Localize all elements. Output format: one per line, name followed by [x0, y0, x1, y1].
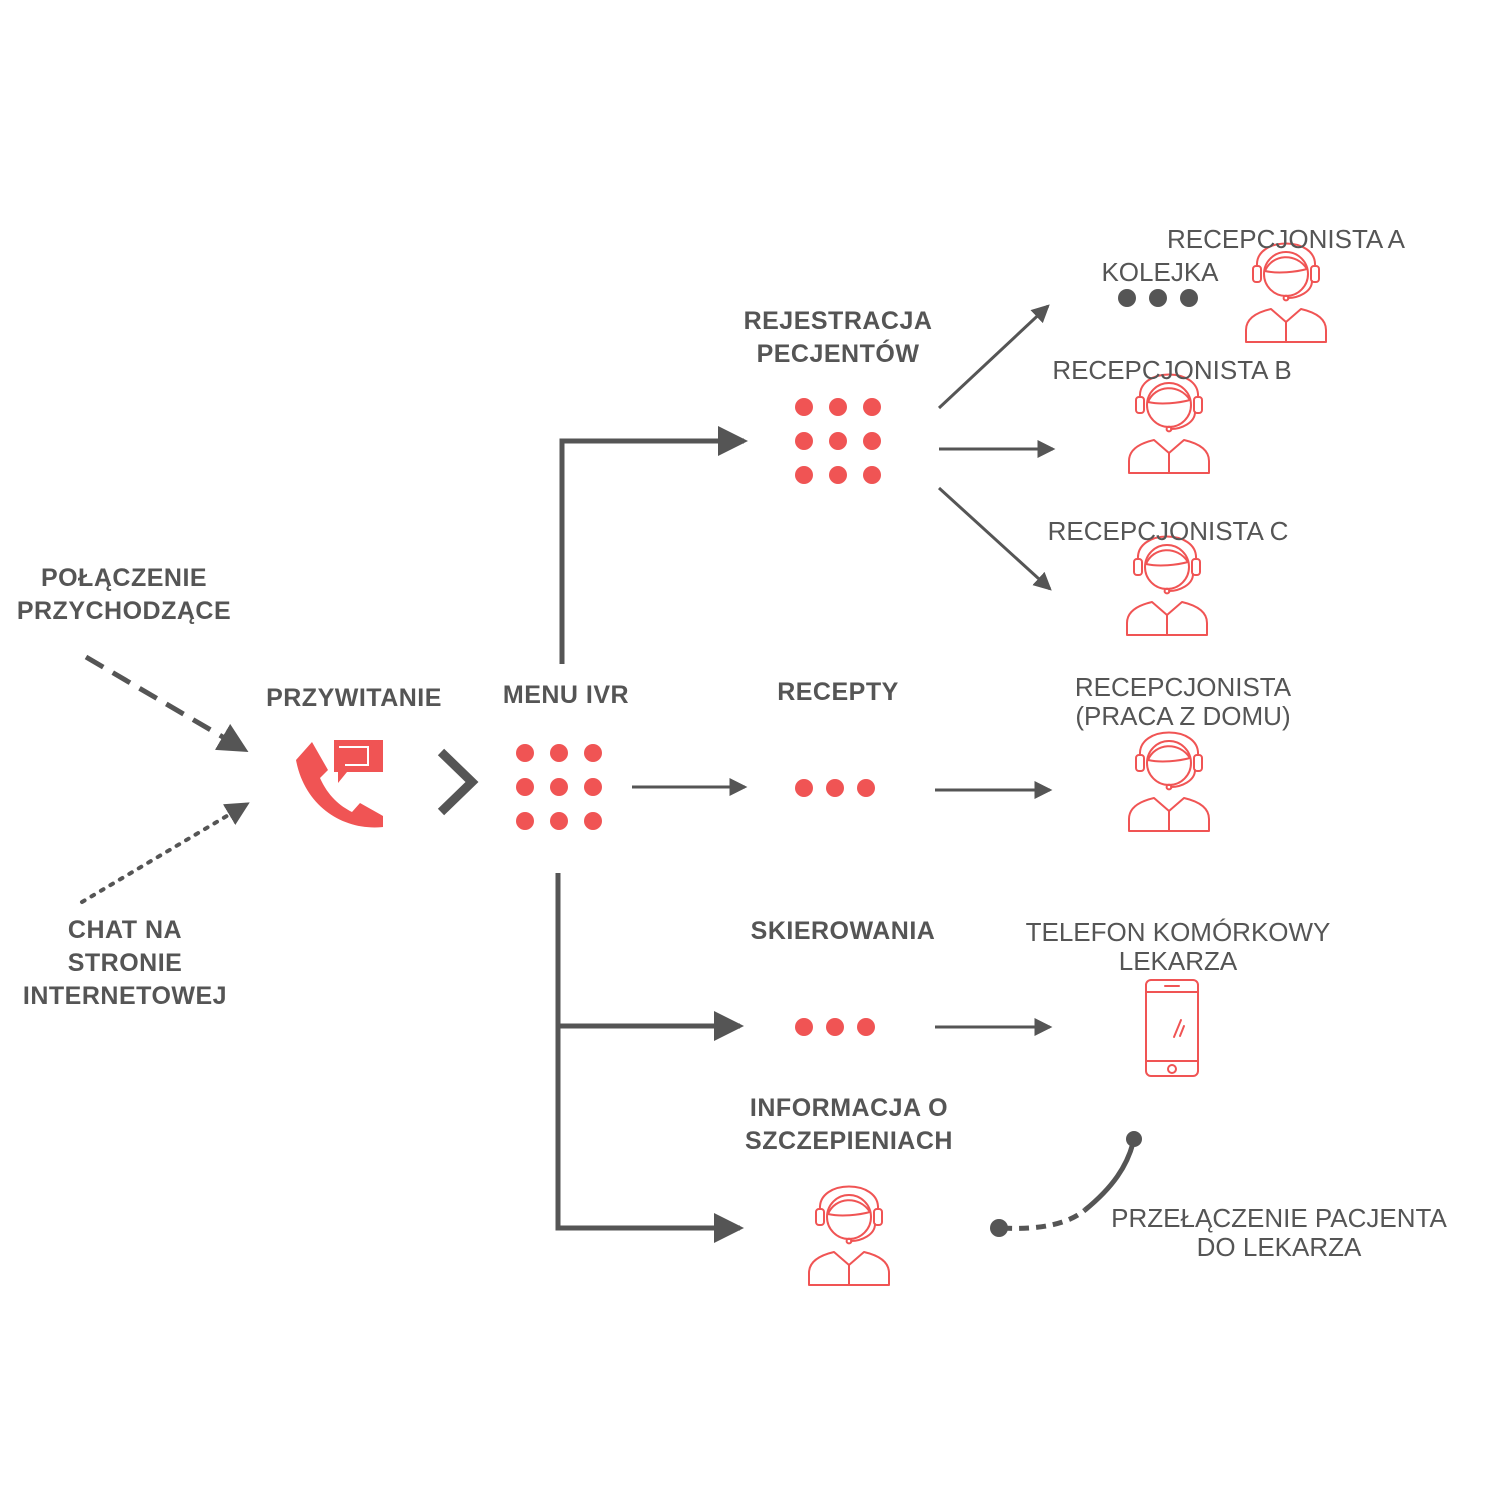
dots-icon — [795, 779, 875, 797]
receptionist-b-label: RECEPCJONISTA B — [1052, 355, 1292, 385]
receptionist-b-icon — [1128, 373, 1210, 474]
keypad-icon — [516, 744, 602, 830]
vaccination-info-label: INFORMACJA O SZCZEPIENIACH — [745, 1094, 953, 1155]
dots-icon — [795, 1018, 875, 1036]
phone-chat-icon — [296, 740, 383, 828]
registration-label: REJESTRACJA PECJENTÓW — [743, 307, 933, 368]
queue-label: KOLEJKA — [1101, 257, 1219, 287]
mobile-phone-icon — [1145, 979, 1199, 1077]
receptionist-c-label: RECEPCJONISTA C — [1047, 516, 1289, 546]
chevron-right-icon — [437, 748, 479, 816]
web-chat-label: CHAT NA STRONIE INTERNETOWEJ — [22, 916, 228, 1010]
ivr-to-registration-connector — [559, 426, 749, 664]
vaccination-agent-icon — [808, 1185, 890, 1286]
prescriptions-label: RECEPTY — [777, 678, 899, 706]
doctor-mobile-label: TELEFON KOMÓRKOWY LEKARZA — [1025, 917, 1331, 977]
transfer-curve — [990, 1131, 1142, 1237]
greeting-label: PRZYWITANIE — [266, 684, 442, 712]
incoming-call-connector — [84, 654, 249, 753]
receptionist-c-icon — [1126, 535, 1208, 636]
registration-to-receptionist-a-connector — [937, 304, 1050, 410]
receptionist-a-label: RECEPCJONISTA A — [1167, 224, 1405, 254]
ivr-to-referrals-vaccination-connector — [555, 873, 745, 1243]
ivr-menu-label: MENU IVR — [502, 681, 630, 709]
keypad-icon — [795, 398, 881, 484]
referrals-label: SKIEROWANIA — [750, 917, 936, 945]
incoming-call-label: POŁĄCZENIE PRZYCHODZĄCE — [16, 564, 232, 625]
receptionist-a-icon — [1245, 242, 1327, 343]
transfer-to-doctor-label: PRZEŁĄCZENIE PACJENTA DO LEKARZA — [1111, 1203, 1447, 1263]
web-chat-connector — [80, 802, 250, 904]
registration-to-receptionist-c-connector — [937, 486, 1052, 591]
receptionist-home-icon — [1128, 731, 1210, 832]
queue-dots-icon — [1118, 289, 1198, 307]
receptionist-home-label: RECEPCJONISTA (PRACA Z DOMU) — [1074, 672, 1292, 732]
